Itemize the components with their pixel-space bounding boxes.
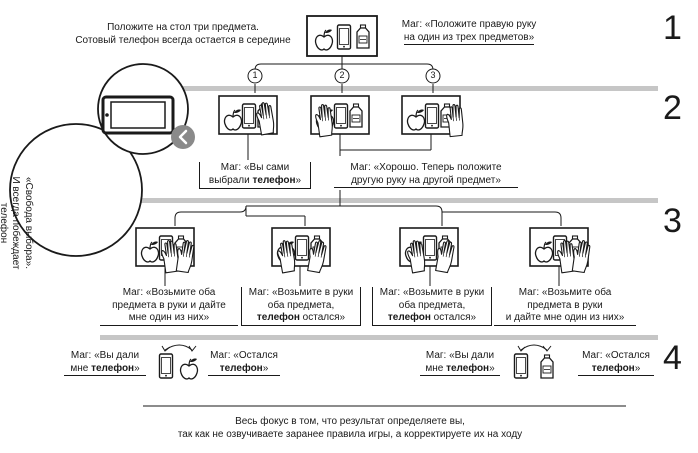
step3-q2-bold: телефон	[256, 312, 300, 323]
tray-step3-2	[272, 228, 330, 274]
branch-number-2: 2	[339, 70, 345, 80]
step-number-1: 1	[663, 9, 682, 47]
step-number-4: 4	[663, 339, 682, 377]
step3-q3-post: остался»	[430, 312, 477, 323]
step4-r-gave-pre: мне	[425, 362, 447, 374]
step4-r-gave-post: »	[489, 362, 495, 374]
tray-step2-apple	[219, 96, 277, 136]
branch-number-3: 3	[430, 70, 436, 80]
tray-step2-phone	[311, 96, 369, 138]
step2-a-line1: Маг: «Вы сами	[220, 162, 290, 173]
chevron-left-icon	[171, 125, 195, 149]
step3-q2-post: остался»	[299, 312, 346, 323]
step3-q4-line2: предмета в руки	[527, 299, 603, 311]
mag-quote-step1-line2: на один из трех предметов»	[403, 32, 535, 45]
step3-q4-line3: и дайте мне один из них»	[505, 312, 625, 323]
step3-q3-line1: Маг: «Возьмите в руки	[379, 287, 485, 298]
step3-q3-line2: оба предмета,	[398, 299, 466, 311]
mag-quote-step3-1: Маг: «Возьмите оба предмета в руки и дай…	[100, 287, 238, 326]
step3-q4-line1: Маг: «Возьмите оба	[518, 287, 612, 298]
step4-r-gave-line1: Маг: «Вы дали	[425, 350, 495, 361]
step4-l-gave-line2: мне телефон»	[64, 363, 146, 376]
step3-q2-line3: телефон остался»	[242, 312, 360, 325]
magnified-phone-icon	[101, 95, 175, 135]
mag-quote-step2-b: Маг: «Хорошо. Теперь положите другую рук…	[334, 162, 518, 188]
mag-quote-step1-line1: Маг: «Положите правую руку	[401, 19, 537, 30]
conclusion: Весь фокус в том, что результат определя…	[80, 416, 620, 441]
intro-line2: Сотовый телефон всегда остается в середи…	[75, 34, 291, 46]
outcome-left	[158, 344, 199, 380]
mag-quote-step4-right-gave: Маг: «Вы дали мне телефон»	[420, 350, 500, 376]
step4-l-gave-post: »	[134, 362, 140, 374]
magnifier	[9, 63, 195, 257]
step4-l-gave-bold: телефон	[91, 362, 135, 374]
circle-note-line1: «Свобода выбора».	[23, 176, 34, 270]
conclusion-line2: так как не озвучиваете заранее правила и…	[177, 428, 523, 440]
circle-note: «Свобода выбора». И всегда побеждает тел…	[0, 168, 34, 278]
step3-q3-bold: телефон	[387, 312, 431, 323]
connectors-step3	[164, 266, 560, 286]
tray-step3-3	[400, 228, 458, 274]
step3-q1-line2: предмета в руки и дайте	[112, 299, 226, 311]
step4-l-stay-bold: телефон	[219, 362, 263, 374]
branch-number-circles	[247, 68, 441, 84]
step2-b-line1: Маг: «Хорошо. Теперь положите	[350, 162, 502, 173]
conclusion-line1: Весь фокус в том, что результат определя…	[235, 416, 465, 427]
step2-a-bold: телефон	[252, 174, 296, 186]
step4-r-stay-post: »	[634, 362, 641, 374]
mag-quote-step1: Маг: «Положите правую руку на один из тр…	[384, 19, 554, 45]
tray-step2-bottle	[402, 96, 465, 138]
circle-note-line3: телефон	[0, 202, 9, 244]
mag-quote-step3-4: Маг: «Возьмите оба предмета в руки и дай…	[494, 287, 636, 326]
tray-step1	[306, 15, 378, 57]
mag-quote-step3-3: Маг: «Возьмите в руки оба предмета, теле…	[372, 287, 492, 326]
mag-quote-step2-a: Маг: «Вы сами выбрали телефон»	[199, 162, 311, 189]
step4-l-gave-pre: мне	[70, 362, 92, 374]
step4-l-gave-line1: Маг: «Вы дали	[70, 350, 140, 361]
step2-a-line2: выбрали телефон»	[200, 175, 310, 188]
step2-a-pre: выбрали	[208, 174, 253, 186]
step4-l-stay-line1: Маг: «Остался	[210, 350, 278, 361]
step3-q2-line1: Маг: «Возьмите в руки	[248, 287, 354, 298]
branch-step3	[174, 190, 562, 226]
step2-a-post: »	[295, 174, 302, 186]
step2-b-line2: другую руку на другой предмет»	[351, 174, 501, 186]
connectors-step2	[247, 134, 432, 160]
step3-q3-line3: телефон остался»	[373, 312, 491, 325]
mag-quote-step4-right-stay: Маг: «Остался телефон»	[578, 350, 654, 376]
step4-r-gave-bold: телефон	[446, 362, 490, 374]
branch-number-1: 1	[252, 70, 258, 80]
step4-r-gave-line2: мне телефон»	[420, 363, 500, 376]
tray-step3-4	[530, 228, 592, 274]
band-step4	[100, 335, 658, 340]
step4-l-stay-post: »	[262, 362, 269, 374]
band-step3	[100, 198, 658, 203]
step4-r-stay-line2: телефон»	[578, 363, 654, 376]
intro-text: Положите на стол три предмета. Сотовый т…	[60, 22, 306, 47]
intro-line1: Положите на стол три предмета.	[107, 22, 259, 33]
step-number-2: 2	[663, 89, 682, 127]
step3-q2-line2: оба предмета,	[267, 299, 335, 311]
step3-q1-line1: Маг: «Возьмите оба	[122, 287, 216, 298]
band-step2	[178, 86, 658, 91]
step4-r-stay-bold: телефон	[591, 362, 635, 374]
mag-quote-step3-2: Маг: «Возьмите в руки оба предмета, теле…	[241, 287, 361, 326]
outcome-right	[513, 344, 554, 379]
step4-l-stay-line2: телефон»	[208, 363, 280, 376]
mag-quote-step4-left-stay: Маг: «Остался телефон»	[208, 350, 280, 376]
step4-r-stay-line1: Маг: «Остался	[582, 350, 650, 361]
mag-quote-step4-left-gave: Маг: «Вы дали мне телефон»	[64, 350, 146, 376]
step-number-3: 3	[663, 202, 682, 240]
circle-note-line2: И всегда побеждает	[10, 176, 22, 270]
step3-q1-line3: мне один из них»	[128, 312, 210, 323]
